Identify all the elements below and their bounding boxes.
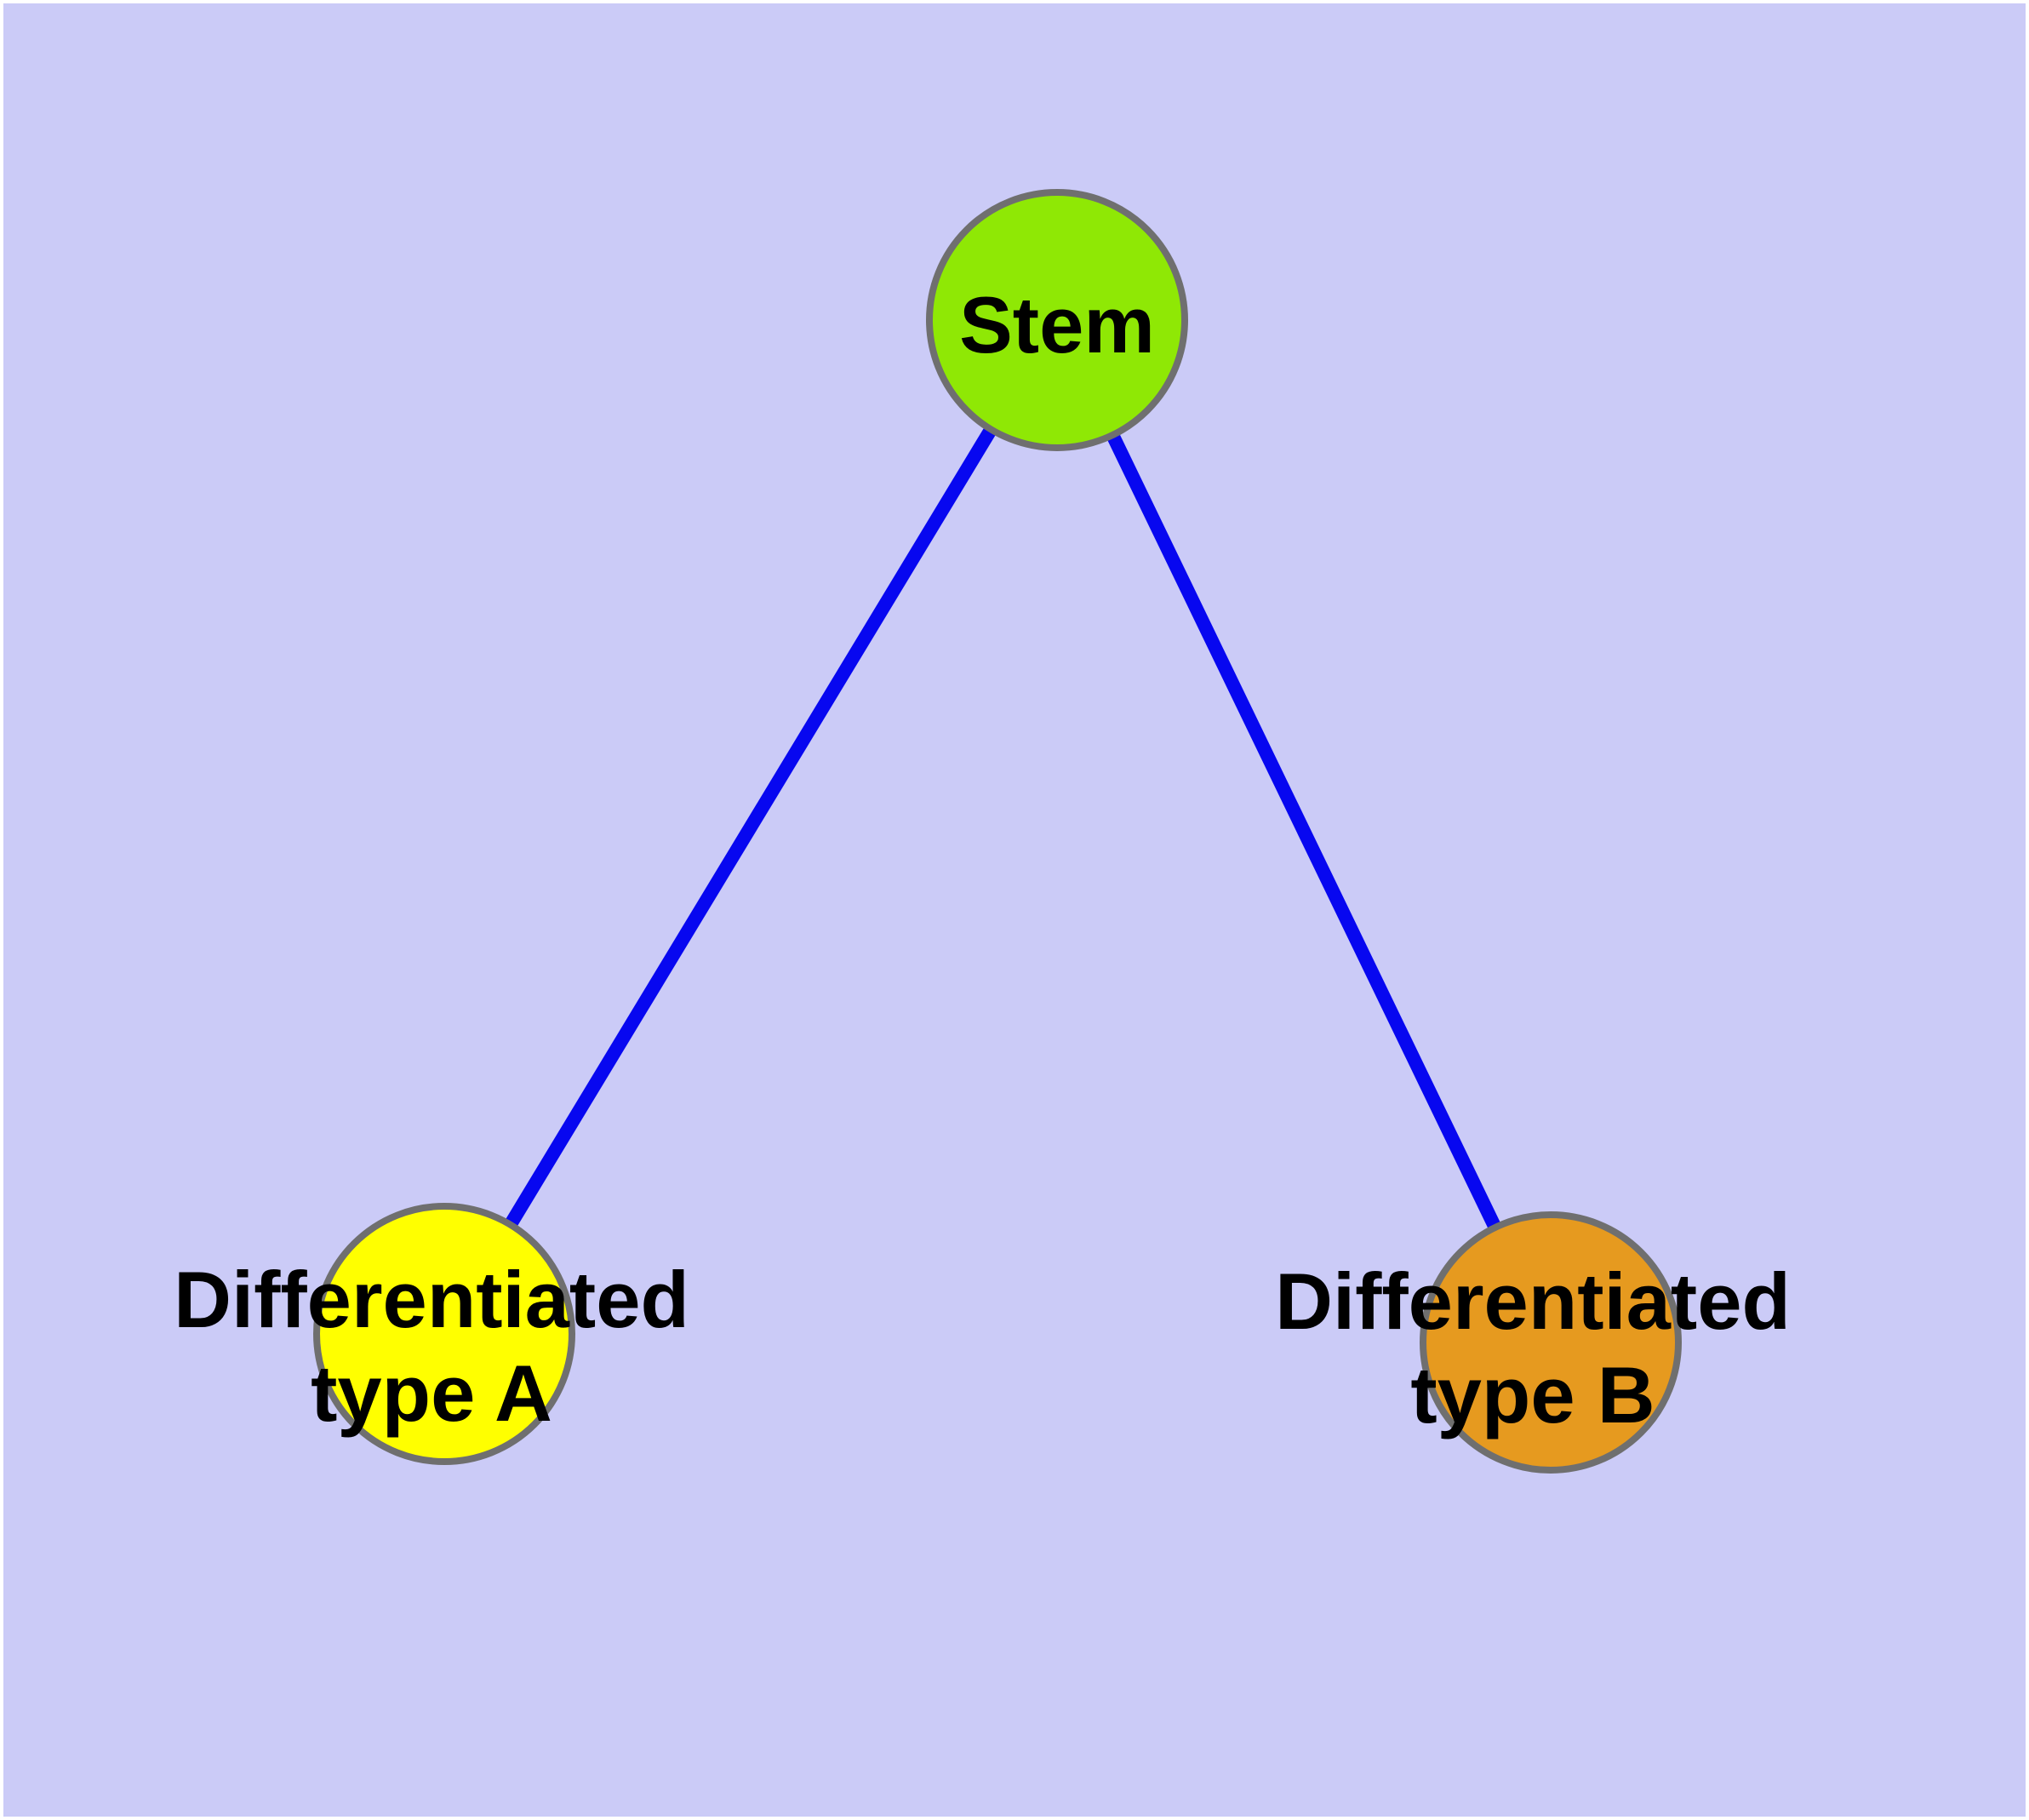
- node-label-type-b-line2: type B: [1410, 1350, 1655, 1439]
- node-label-type-a-line2: type A: [311, 1348, 552, 1438]
- node-differentiated-type-a: [313, 1203, 575, 1465]
- node-label-stem-text: Stem: [959, 280, 1155, 369]
- node-label-stem: Stem: [959, 278, 1155, 372]
- node-differentiated-type-b: [1420, 1211, 1682, 1474]
- node-label-differentiated-type-b: Differentiated type B: [1275, 1255, 1791, 1442]
- node-label-type-a-line1: Differentiated: [174, 1255, 689, 1344]
- edge-stem-to-type-b: [1050, 317, 1557, 1346]
- node-label-differentiated-type-a: Differentiated type A: [174, 1253, 689, 1440]
- node-stem: [926, 189, 1188, 451]
- edge-stem-to-type-a: [438, 316, 1063, 1338]
- node-label-type-b-line1: Differentiated: [1275, 1256, 1791, 1346]
- graph-svg: [3, 3, 2026, 1817]
